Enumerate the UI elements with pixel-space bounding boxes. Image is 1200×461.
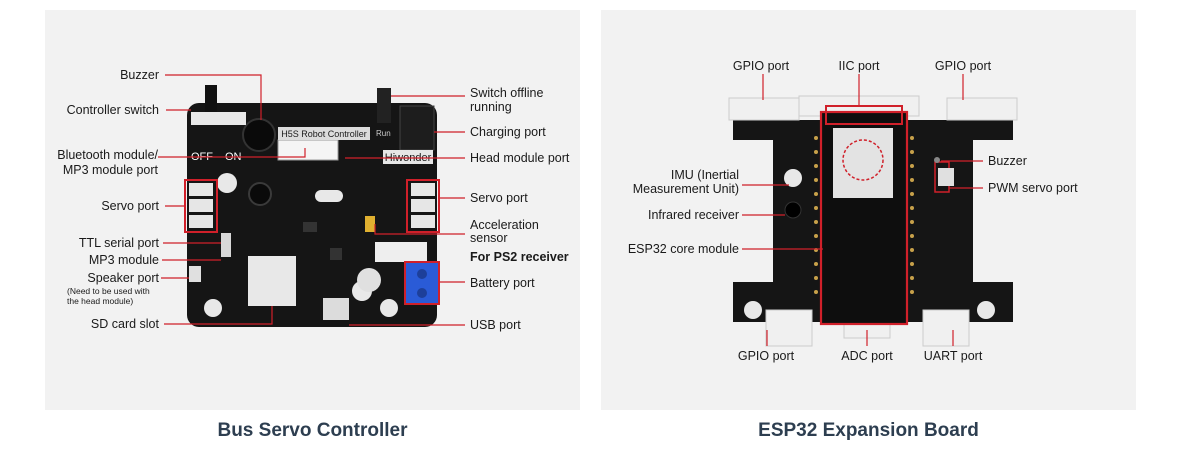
label-buzzer-right: Buzzer <box>988 154 1027 168</box>
brand-plate <box>383 150 433 164</box>
buzzer-component <box>242 118 276 152</box>
leader-lines-right <box>345 95 465 326</box>
label-speaker-note-line1: (Need to be used with <box>67 286 150 296</box>
label-gpio-top-left: GPIO port <box>733 59 790 73</box>
esp32-leader-lines <box>742 74 983 346</box>
label-bt-mp3-line1: Bluetooth module/ <box>57 148 158 162</box>
mounting-hole <box>204 299 222 317</box>
label-pwm-servo: PWM servo port <box>988 181 1078 195</box>
run-switch <box>377 88 391 123</box>
charging-port-jack <box>399 105 435 151</box>
mounting-hole <box>380 299 398 317</box>
label-gpio-top-right: GPIO port <box>935 59 992 73</box>
uart-connector <box>922 309 970 347</box>
board-name: H5S Robot Controller <box>281 129 367 139</box>
board-name-plate <box>278 127 370 140</box>
gpio-top-left-connector <box>728 97 800 121</box>
servo-port-left <box>189 199 213 212</box>
label-buzzer: Buzzer <box>120 68 159 82</box>
label-charging-port: Charging port <box>470 125 546 139</box>
label-controller-switch: Controller switch <box>67 103 159 117</box>
esp32-shield-mark <box>842 139 884 181</box>
label-iic: IIC port <box>839 59 881 73</box>
mounting-hole <box>977 301 995 319</box>
esp32-shield <box>833 128 893 198</box>
servo-port-right <box>411 199 435 212</box>
chip <box>330 248 342 260</box>
label-ps2: For PS2 receiver <box>470 250 569 264</box>
oval-hole <box>315 190 343 202</box>
mounting-hole <box>217 173 237 193</box>
terminal-screw <box>417 269 427 279</box>
buzzer-component <box>934 157 940 163</box>
label-battery-port: Battery port <box>470 276 535 290</box>
label-imu-line2: Measurement Unit) <box>633 182 739 196</box>
sd-card-slot <box>248 256 296 306</box>
chip <box>303 222 317 232</box>
pin-headers <box>814 136 914 294</box>
label-accel-line1: Acceleration <box>470 218 539 232</box>
label-switch-offline-line2: running <box>470 100 512 114</box>
capacitor <box>248 182 272 206</box>
label-ttl-serial: TTL serial port <box>79 236 160 250</box>
servo-port-right-highlight <box>406 179 440 233</box>
servo-port-right <box>411 183 435 196</box>
label-imu-line1: IMU (Inertial <box>671 168 739 182</box>
label-adc: ADC port <box>841 349 893 363</box>
usb-port-connector <box>323 298 349 320</box>
label-gpio-bottom: GPIO port <box>738 349 795 363</box>
leader-lines-left <box>158 74 306 325</box>
mounting-hole <box>357 268 381 292</box>
servo-port-left <box>189 183 213 196</box>
right-caption: ESP32 Expansion Board <box>758 420 979 441</box>
label-servo-port-right: Servo port <box>470 191 528 205</box>
label-uart: UART port <box>924 349 983 363</box>
bus-servo-controller-panel: H5S Robot Controller Hiwonder OFF ON Run <box>45 10 580 410</box>
label-esp32-core: ESP32 core module <box>628 242 739 256</box>
label-speaker-note-line2: the head module) <box>67 296 133 306</box>
servo-port-left <box>189 215 213 228</box>
terminal-screw <box>417 288 427 298</box>
bus-servo-controller-diagram: H5S Robot Controller Hiwonder OFF ON Run <box>57 68 570 332</box>
imu-sensor <box>784 169 802 187</box>
controller-switch-lever <box>205 85 217 113</box>
speaker-port <box>189 266 201 282</box>
label-switch-offline-line1: Switch offline <box>470 86 543 100</box>
label-bt-mp3-line2: MP3 module port <box>63 163 159 177</box>
pwm-servo-port <box>938 168 954 186</box>
infrared-receiver <box>784 201 802 219</box>
ttl-serial-pins <box>221 233 231 257</box>
esp32-expansion-diagram: GPIO port IIC port GPIO port IMU (Inerti… <box>628 59 1078 363</box>
label-speaker-port: Speaker port <box>87 271 159 285</box>
servo-port-right <box>411 215 435 228</box>
label-mp3-module: MP3 module <box>89 253 159 267</box>
label-infrared: Infrared receiver <box>648 208 739 222</box>
run-label: Run <box>376 129 391 138</box>
ps2-receiver-slot <box>375 242 427 262</box>
acceleration-sensor-chip <box>365 216 375 232</box>
battery-terminal <box>404 261 440 305</box>
esp32-expansion-panel: GPIO port IIC port GPIO port IMU (Inerti… <box>601 10 1136 410</box>
label-head-module: Head module port <box>470 151 570 165</box>
label-usb-port: USB port <box>470 318 521 332</box>
gpio-bottom-connector <box>765 309 813 347</box>
label-servo-port-left: Servo port <box>101 199 159 213</box>
label-sd-card: SD card slot <box>91 317 160 331</box>
gpio-top-right-connector <box>946 97 1018 121</box>
mounting-hole <box>744 301 762 319</box>
iic-highlight <box>825 105 903 125</box>
left-caption: Bus Servo Controller <box>217 420 408 441</box>
controller-switch <box>191 112 246 125</box>
label-accel-line2: sensor <box>470 231 508 245</box>
